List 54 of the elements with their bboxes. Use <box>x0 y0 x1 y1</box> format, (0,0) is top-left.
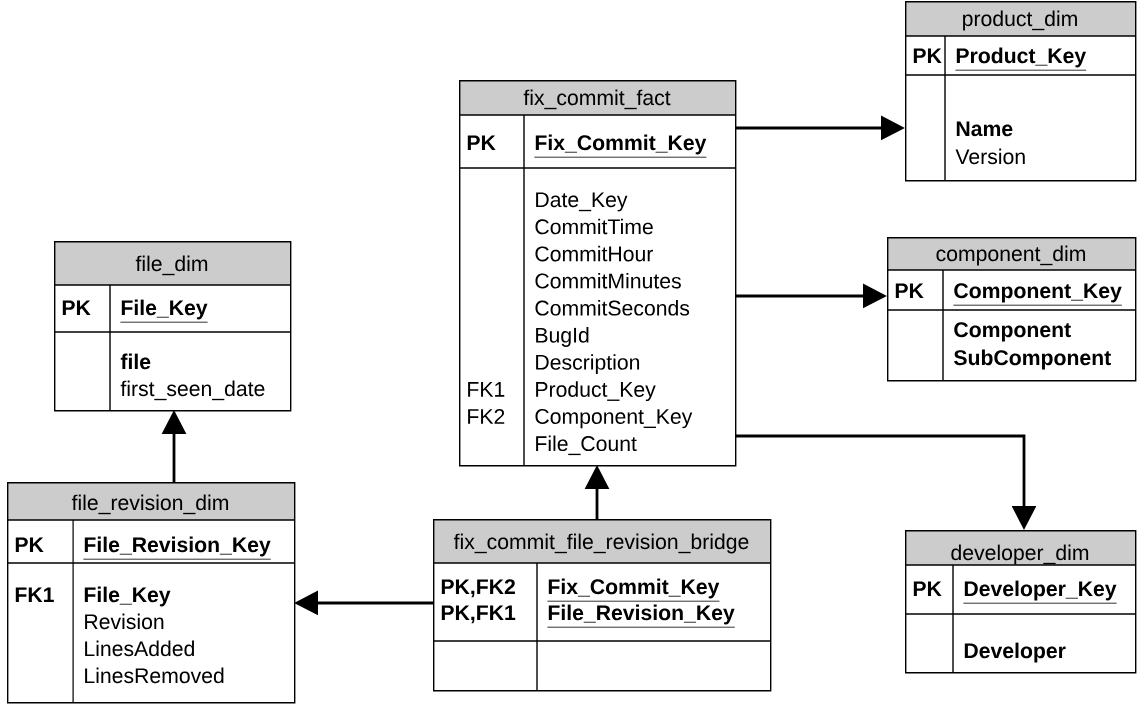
column-name: Fix_Commit_Key <box>547 578 720 602</box>
column-name: LinesRemoved <box>85 667 224 684</box>
column-name: CommitMinutes <box>535 272 681 289</box>
entity-table <box>886 237 1137 382</box>
column-name: Component_Key <box>953 283 1123 306</box>
column-name: CommitHour <box>535 245 653 262</box>
column-name: Version <box>955 148 1025 165</box>
key-marker: PK <box>913 581 942 596</box>
entity-name: file_revision_dim <box>71 494 229 515</box>
key-marker: PK,FK2 <box>441 579 515 598</box>
column-name: File_Revision_Key <box>547 604 736 628</box>
key-marker: PK <box>15 537 44 552</box>
column-name: Developer <box>964 642 1066 663</box>
column-name: Product_Key <box>955 47 1087 71</box>
key-marker: PK <box>913 48 942 63</box>
entity-name: product_dim <box>963 10 1077 31</box>
key-marker: FK1 <box>468 382 505 397</box>
entity-name: developer_dim <box>951 544 1089 565</box>
column-name: File_Count <box>536 435 637 456</box>
entity-table <box>432 519 772 692</box>
entity-name: fix_commit_fact <box>523 89 671 110</box>
key-marker: PK <box>62 300 91 315</box>
column-name: LinesAdded <box>85 640 194 657</box>
column-name: BugId <box>536 327 589 347</box>
entity-table <box>458 80 737 467</box>
column-name: Component <box>954 322 1071 342</box>
column-name: Fix_Commit_Key <box>534 134 707 158</box>
entity-name: file_dim <box>135 255 208 276</box>
column-name: Product_Key <box>536 381 656 402</box>
key-marker: PK <box>467 135 496 150</box>
column-name: file <box>120 353 151 370</box>
column-name: File_Revision_Key <box>83 536 272 560</box>
column-name: CommitTime <box>535 218 653 235</box>
column-name: File_Key <box>84 586 171 607</box>
column-name: SubComponent <box>954 349 1111 370</box>
key-marker: FK2 <box>468 409 505 424</box>
key-marker: FK1 <box>15 587 54 602</box>
key-marker: PK,FK1 <box>441 605 516 624</box>
entity-table <box>904 1 1137 182</box>
key-marker: PK <box>895 283 924 298</box>
column-name: Name <box>956 121 1013 137</box>
column-name: Description <box>536 354 640 374</box>
entity-name: fix_commit_file_revision_bridge <box>453 533 749 554</box>
column-name: Component_Key <box>535 409 693 429</box>
column-name: Revision <box>85 613 164 630</box>
column-name: Date_Key <box>536 192 628 212</box>
column-name: CommitSeconds <box>535 300 690 316</box>
column-name: Developer_Key <box>963 580 1117 604</box>
entity-table <box>904 530 1137 674</box>
entity-table <box>53 241 292 412</box>
entity-name: component_dim <box>936 245 1085 266</box>
entity-table <box>6 482 296 704</box>
column-name: File_Key <box>120 299 208 323</box>
column-name: first_seen_date <box>120 380 265 401</box>
